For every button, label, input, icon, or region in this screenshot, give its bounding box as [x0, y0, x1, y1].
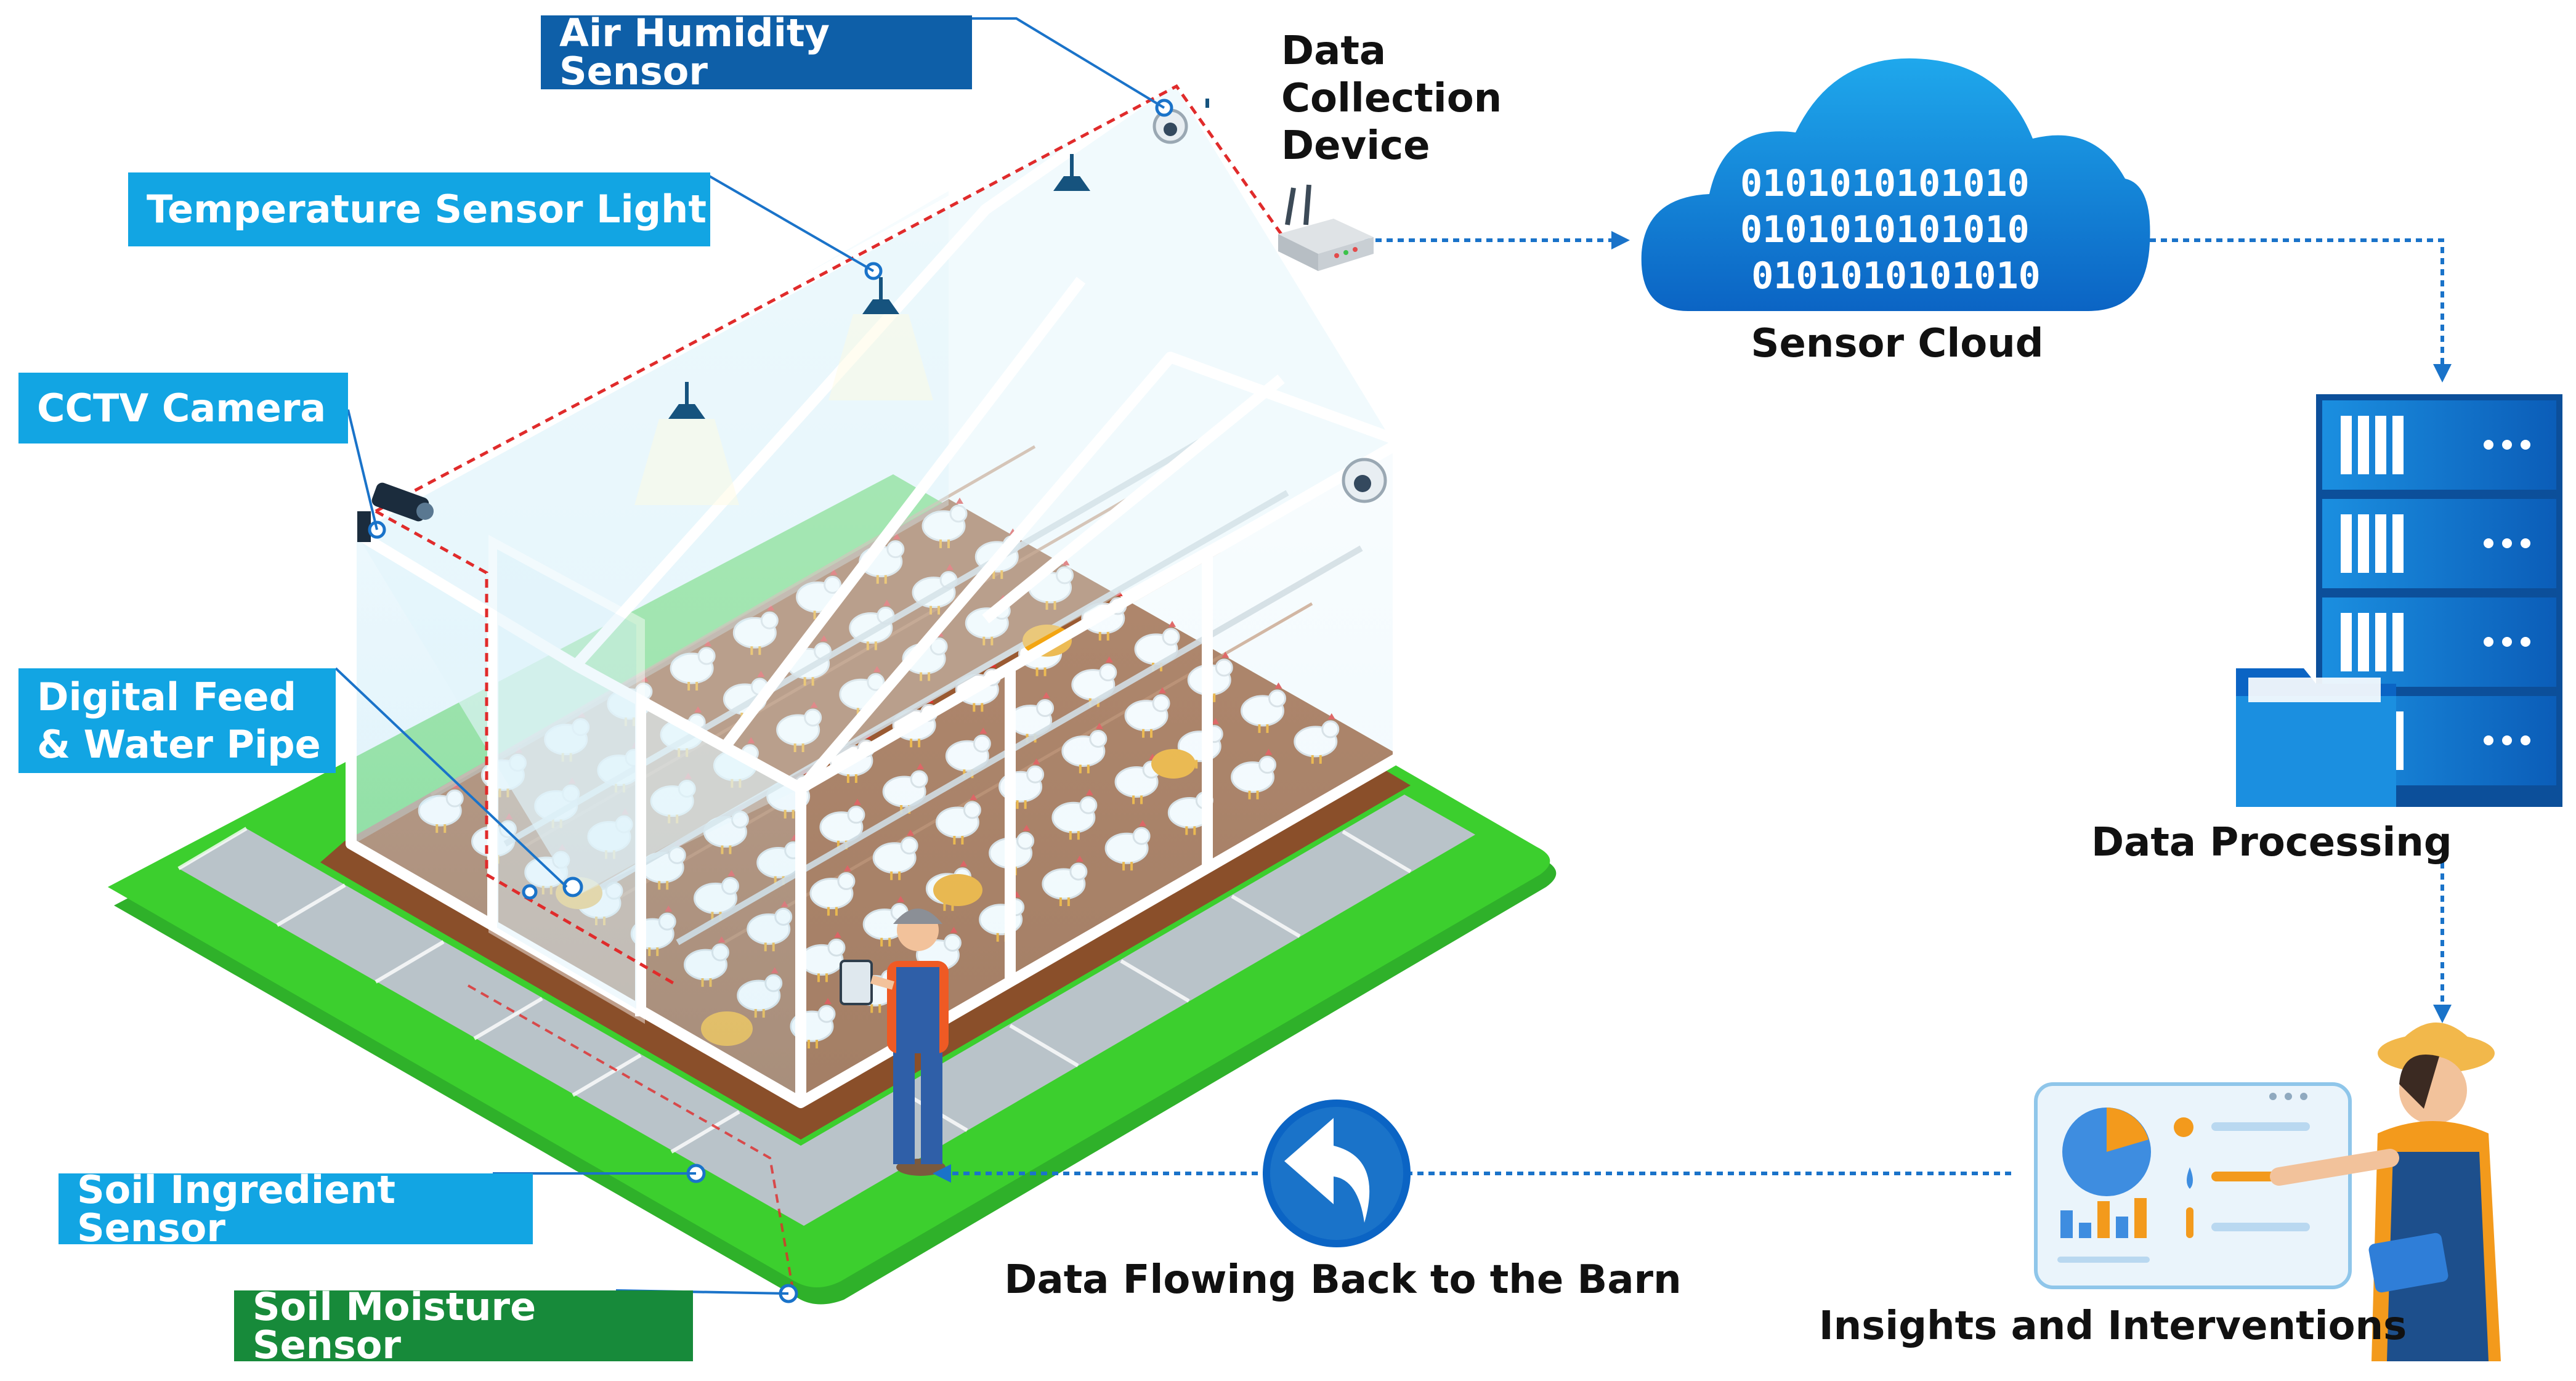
chicken-icon: [849, 599, 895, 650]
tag-label: Air Humidity Sensor: [559, 10, 830, 94]
tag-soil-ingredient-sensor: Soil Ingredient Sensor: [59, 1167, 533, 1250]
greenhouse: [346, 71, 1404, 1303]
sensor-wiring: [375, 84, 1283, 987]
cloud-binary-line: 0101010101010: [1751, 254, 2041, 298]
label-insights-interventions: Insights and Interventions: [1818, 1303, 2407, 1349]
server-unit: [2322, 597, 2556, 687]
data-flow-lines: [933, 231, 2452, 1183]
tag-digital-feed-water-pipe: Digital Feed & Water Pipe: [18, 668, 336, 773]
greenhouse-door: [488, 535, 645, 1024]
label-sensor-cloud: Sensor Cloud: [1751, 321, 2044, 367]
tag-air-humidity-sensor: Air Humidity Sensor: [541, 10, 972, 94]
chicken-icon: [670, 640, 716, 690]
farmer-icon: [2270, 1023, 2501, 1361]
label-data-flowing-back: Data Flowing Back to the Barn: [1004, 1257, 1682, 1303]
chicken-icon: [921, 497, 968, 548]
label-data-processing: Data Processing: [2091, 820, 2452, 865]
tag-label: Soil Ingredient Sensor: [77, 1167, 396, 1250]
cctv-camera-icon: [357, 482, 434, 542]
server-unit: [2322, 400, 2556, 490]
tag-temperature-sensor-light: Temperature Sensor Light: [128, 172, 710, 246]
cloud-icon: 0101010101010 0101010101010 010101010101…: [1641, 58, 2150, 312]
path-tiles: [177, 827, 1412, 1154]
server-rack-icon: [2236, 394, 2562, 807]
chicken-icon: [732, 604, 779, 655]
tag-soil-moisture-sensor: Soil Moisture Sensor: [234, 1284, 693, 1367]
tag-label: Soil Moisture Sensor: [253, 1284, 537, 1367]
tag-label: CCTV Camera: [37, 385, 326, 431]
label-data-collection-device: Data Collection Device: [1281, 28, 1502, 169]
return-arrow-icon: [1263, 1100, 1411, 1247]
callout-leaders: [334, 17, 1165, 1295]
tag-label: Temperature Sensor Light: [147, 187, 707, 232]
chicken-icon: [776, 702, 822, 752]
server-unit: [2322, 499, 2556, 588]
farmer-icon: [840, 909, 949, 1176]
ceiling-lamp-icon: [668, 99, 1209, 419]
router-icon: [1278, 184, 1374, 271]
tag-cctv-camera: CCTV Camera: [18, 373, 348, 443]
svg-text:0101010101010 01010101: 0101010101010 0101010101010 010101010101…: [1740, 162, 2052, 298]
cloud-binary-line: 0101010101010: [1740, 162, 2030, 205]
cloud-binary-line: 0101010101010: [1740, 208, 2030, 251]
tag-label: Digital Feed & Water Pipe: [37, 674, 321, 767]
dashboard-icon: [2034, 1082, 2352, 1289]
